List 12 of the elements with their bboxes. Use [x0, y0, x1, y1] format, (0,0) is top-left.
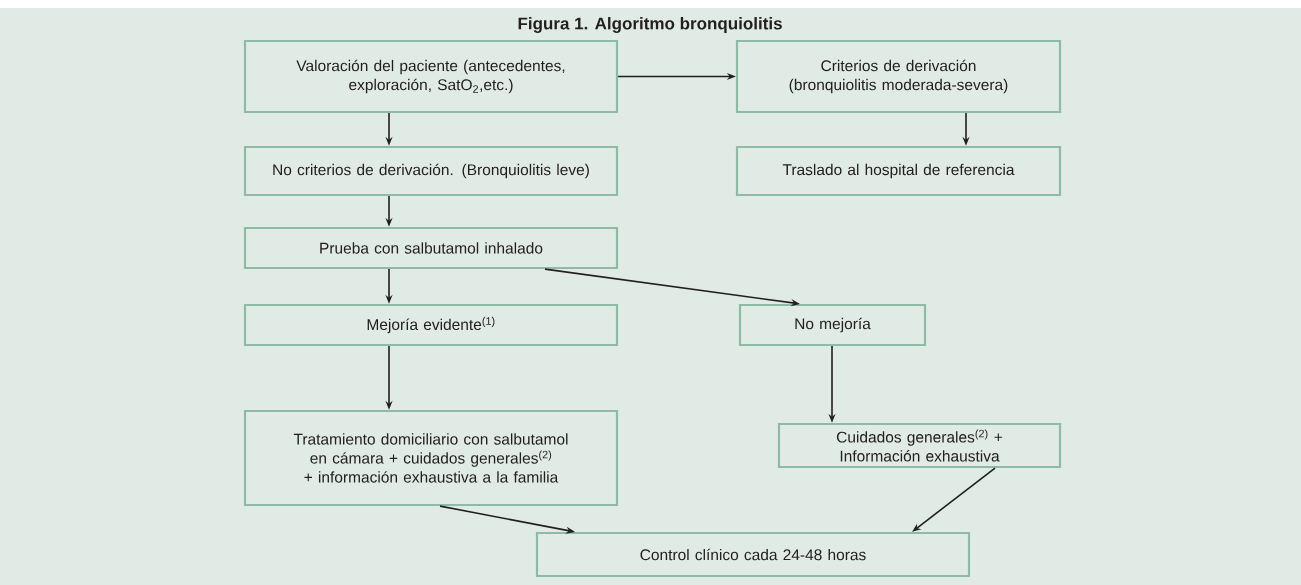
process-box: Valoración del paciente (antecedentes, exploración, SatO$_{2}$,etc.) — [243, 39, 619, 114]
title: Figura 1. Algoritmo bronquiolitis — [518, 17, 782, 33]
process-box: Prueba con salbutamol inhalado — [243, 226, 619, 270]
process-box: No criterios de derivación. (Bronquiolitis leve) — [243, 145, 619, 197]
process-box: Criterios de derivación (bronquiolitis moderada-severa) — [735, 39, 1062, 114]
process-box: Traslado al hospital de referencia — [735, 145, 1062, 197]
process-box: Cuidados generales$^{(2)}$ + Información exhaustiva — [777, 422, 1062, 469]
arrow — [912, 467, 996, 532]
process-box: Tratamiento domiciliario con salbutamol en cámara + cuidados generales$^{(2)}$ + información exhaustiva a la familia — [243, 409, 619, 507]
process-box: Mejoría evidente$^{(1)}$ — [243, 303, 619, 347]
process-box: Control clínico cada 24-48 horas — [535, 531, 971, 578]
process-box: No mejoría — [738, 303, 927, 347]
